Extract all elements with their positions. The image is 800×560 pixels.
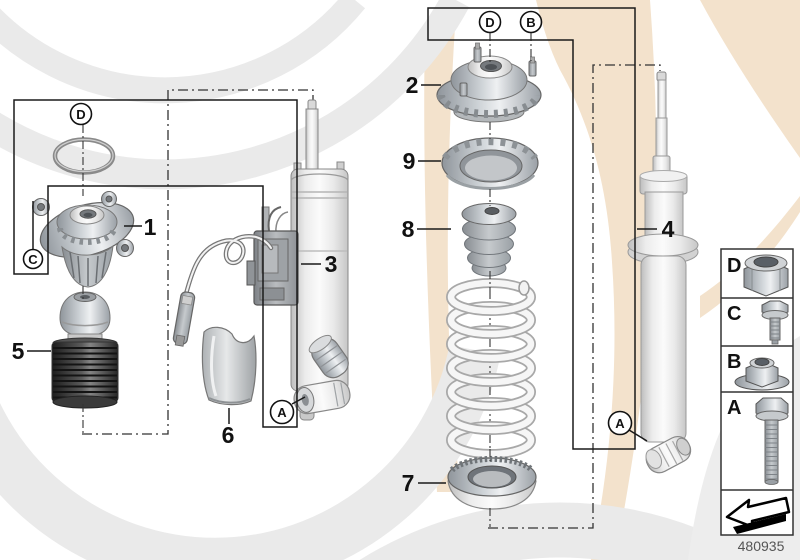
beige-strip-left (424, 23, 462, 492)
kit-group-boxes (13, 7, 636, 450)
label-2: 2 (406, 72, 419, 98)
callout-d-left-label: D (76, 107, 85, 122)
phantom-line-left-group (82, 89, 314, 435)
legend-letter-a: A (727, 397, 741, 419)
short-flange-bolt-icon (761, 300, 789, 345)
part-5-dust-boot (51, 291, 119, 409)
flange-nut-icon (734, 357, 790, 391)
beige-swoosh-main (536, 0, 657, 560)
part-d-oring (52, 137, 116, 175)
long-flange-bolt-icon (755, 397, 789, 485)
label-6: 6 (222, 422, 235, 448)
label-4: 4 (662, 216, 675, 242)
sensor-cable (172, 234, 274, 347)
part-6-protection-cover (201, 326, 257, 406)
part-3-shock-absorber-edc (172, 99, 351, 421)
gray-ring-bottom-left (0, 344, 501, 560)
legend-letter-d: D (727, 255, 741, 277)
part-9-spring-pad-upper (441, 137, 539, 190)
part-7-spring-pad-lower (447, 455, 537, 510)
label-7: 7 (402, 470, 415, 496)
fastener-legend: D C B A (720, 248, 794, 536)
legend-letter-b: B (727, 351, 741, 373)
gray-arc-top-1 (0, 0, 366, 104)
gray-arc-top-2 (0, 0, 470, 190)
centerlines (82, 33, 532, 527)
callout-d-left (69, 102, 93, 126)
edc-sensor-unit (246, 206, 299, 306)
callout-a-mid-label: A (615, 416, 625, 431)
callout-a-mid (607, 410, 633, 436)
gray-ring-bottom-mid (359, 502, 761, 560)
coil-spring (446, 278, 536, 459)
part-1-support-bearing (32, 191, 135, 288)
label-1: 1 (144, 214, 157, 240)
callout-c-left (22, 248, 44, 270)
direction-arrow-icon (725, 496, 791, 534)
callouts: D C A D B A (22, 10, 648, 442)
label-3: 3 (325, 251, 338, 277)
part-2-support-bearing (436, 42, 542, 123)
callout-a-left (269, 399, 295, 425)
part-8-bump-stop (461, 203, 517, 277)
phantom-line-mid-group (488, 64, 661, 529)
part-labels: 1 2 3 4 5 6 7 8 9 (12, 72, 675, 496)
left-kit-box (13, 99, 298, 428)
callout-b-top (519, 10, 543, 34)
label-8: 8 (402, 216, 415, 242)
part-4-shock-absorber (627, 71, 699, 474)
shock4-lower-eye (645, 436, 692, 474)
label-9: 9 (403, 148, 416, 174)
middle-kit-box (427, 7, 636, 450)
legend-letter-c: C (727, 303, 741, 325)
cable-connector-plug (172, 291, 196, 347)
diagram-code: 480935 (738, 538, 785, 554)
callout-a-left-label: A (277, 405, 287, 420)
callout-d-top (478, 10, 502, 34)
beige-corner-top-right (700, 0, 800, 158)
label-5: 5 (12, 338, 25, 364)
shock3-upper-bushing (308, 334, 349, 379)
hex-collar-nut-icon (743, 254, 789, 297)
callout-b-top-label: B (526, 15, 535, 30)
callout-c-left-label: C (28, 252, 38, 267)
callout-d-top-label: D (485, 15, 494, 30)
